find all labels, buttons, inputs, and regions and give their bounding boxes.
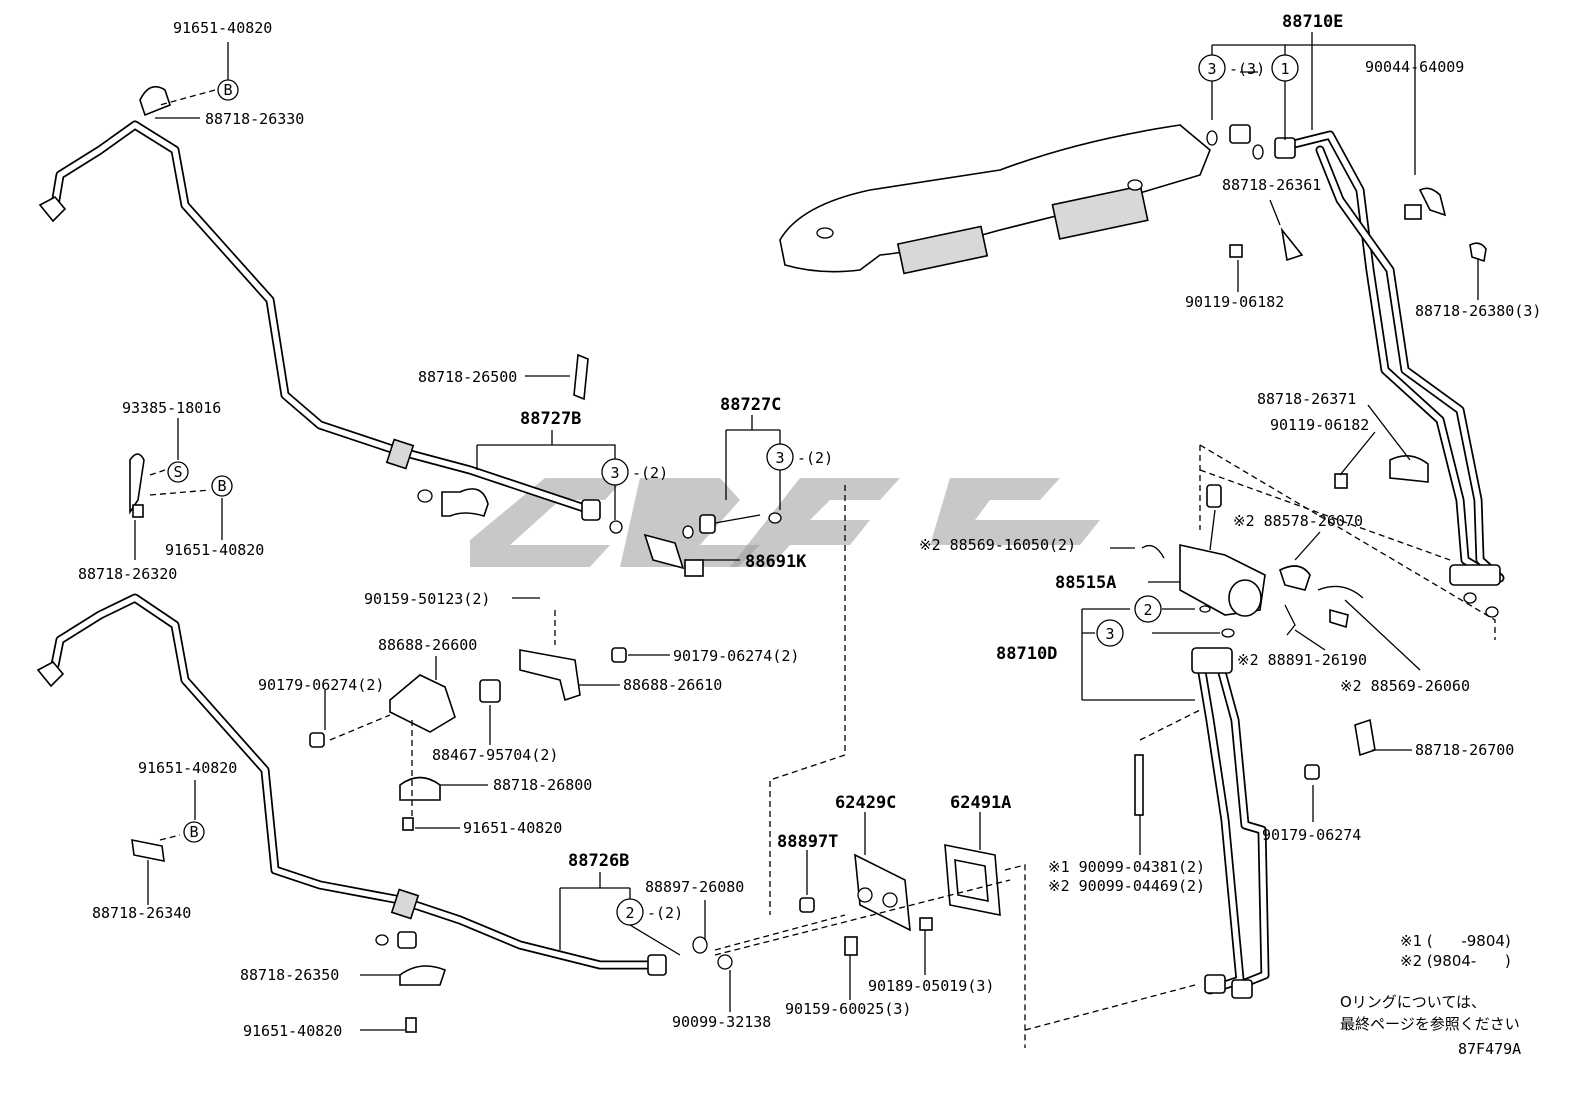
- pipe-88726b: [36, 593, 667, 976]
- part-label: 88467-95704(2): [432, 746, 558, 764]
- part-label: 88710D: [996, 644, 1057, 664]
- part-label: 88718-26371: [1257, 390, 1356, 408]
- callout-b: B: [223, 81, 232, 99]
- leader-lines: [134, 32, 1496, 1048]
- callout-oring: 3: [775, 449, 784, 467]
- part-label: 88718-26361: [1222, 176, 1321, 194]
- callout-b: B: [217, 477, 226, 495]
- part-label: 88897-26080: [645, 878, 744, 896]
- part-label: 90044-64009: [1365, 58, 1464, 76]
- callout-oring: 3: [610, 464, 619, 482]
- callout-qty: -(2): [797, 449, 833, 467]
- callout-oring: 2: [625, 904, 634, 922]
- callout-oring: 1: [1280, 60, 1289, 78]
- part-label: 88718-26500: [418, 368, 517, 386]
- part-label: 88515A: [1055, 573, 1116, 593]
- part-label: ※1 90099-04381(2): [1048, 858, 1205, 876]
- callout-qty: -(2): [647, 904, 683, 922]
- part-label: 62429C: [835, 793, 896, 813]
- clamps-and-fasteners: [129, 85, 1487, 1033]
- callout-s: S: [173, 463, 182, 481]
- part-label: ※2 88569-26060: [1340, 677, 1470, 695]
- part-label: 88710E: [1282, 12, 1343, 32]
- expansion-valve-88515a: [1141, 484, 1364, 629]
- air-duct: [779, 124, 1211, 275]
- pipe-88710d: [1191, 647, 1270, 999]
- part-label: 93385-18016: [122, 399, 221, 417]
- pipe-88727b: [38, 120, 601, 521]
- part-labels: 91651-40820 88718-26330 88718-26500 8872…: [78, 12, 1541, 1040]
- legend-line-2: ※2 (9804- ): [1400, 952, 1511, 970]
- part-label: 88727C: [720, 395, 781, 415]
- callout-qty: -(3): [1229, 60, 1265, 78]
- part-label: 88726B: [568, 851, 629, 871]
- part-label: 90179-06274(2): [258, 676, 384, 694]
- part-label: 88688-26600: [378, 636, 477, 654]
- part-label: 91651-40820: [463, 819, 562, 837]
- part-label: 88718-26800: [493, 776, 592, 794]
- part-label: 88897T: [777, 832, 838, 852]
- legend-line-1: ※1 ( -9804): [1400, 932, 1511, 950]
- callout-oring: 3: [1105, 625, 1114, 643]
- pipe-88710e: [1206, 124, 1505, 618]
- legend: ※1 ( -9804) ※2 (9804- ) Oリングについては、 最終ページ…: [1340, 932, 1521, 1058]
- oring-note-line-1: Oリングについては、: [1340, 993, 1486, 1011]
- callout-circles: B S B B 3 -(2) 3 -(2) 2 -(2) 3 -(3) 1 2 …: [167, 54, 1299, 926]
- part-label: ※2 90099-04469(2): [1048, 877, 1205, 895]
- part-label: ※2 88891-26190: [1237, 651, 1367, 669]
- part-label: 88718-26330: [205, 110, 304, 128]
- part-label: 62491A: [950, 793, 1011, 813]
- part-label: 90099-32138: [672, 1013, 771, 1031]
- part-label: 91651-40820: [243, 1022, 342, 1040]
- part-label: 88727B: [520, 409, 581, 429]
- part-label: 88718-26700: [1415, 741, 1514, 759]
- part-label: ※2 88578-26070: [1233, 512, 1363, 530]
- part-label: 88691K: [745, 552, 807, 572]
- callout-oring: 3: [1207, 60, 1216, 78]
- part-label: 90159-60025(3): [785, 1000, 911, 1018]
- part-label: 90179-06274: [1262, 826, 1361, 844]
- diagram-code: 87F479A: [1458, 1040, 1521, 1058]
- part-label: 90189-05019(3): [868, 977, 994, 995]
- part-label: 88718-26380(3): [1415, 302, 1541, 320]
- part-label: 90159-50123(2): [364, 590, 490, 608]
- callout-oring: 2: [1143, 601, 1152, 619]
- part-label: 91651-40820: [138, 759, 237, 777]
- part-label: 88718-26350: [240, 966, 339, 984]
- part-label: 88718-26340: [92, 904, 191, 922]
- part-label: ※2 88569-16050(2): [919, 536, 1076, 554]
- part-label: 91651-40820: [173, 19, 272, 37]
- part-label: 91651-40820: [165, 541, 264, 559]
- part-label: 90179-06274(2): [673, 647, 799, 665]
- part-label: 88688-26610: [623, 676, 722, 694]
- callout-b: B: [189, 823, 198, 841]
- part-label: 90119-06182: [1185, 293, 1284, 311]
- oring-note-line-2: 最終ページを参照ください: [1340, 1015, 1520, 1033]
- part-label: 88718-26320: [78, 565, 177, 583]
- callout-qty: -(2): [632, 464, 668, 482]
- part-label: 90119-06182: [1270, 416, 1369, 434]
